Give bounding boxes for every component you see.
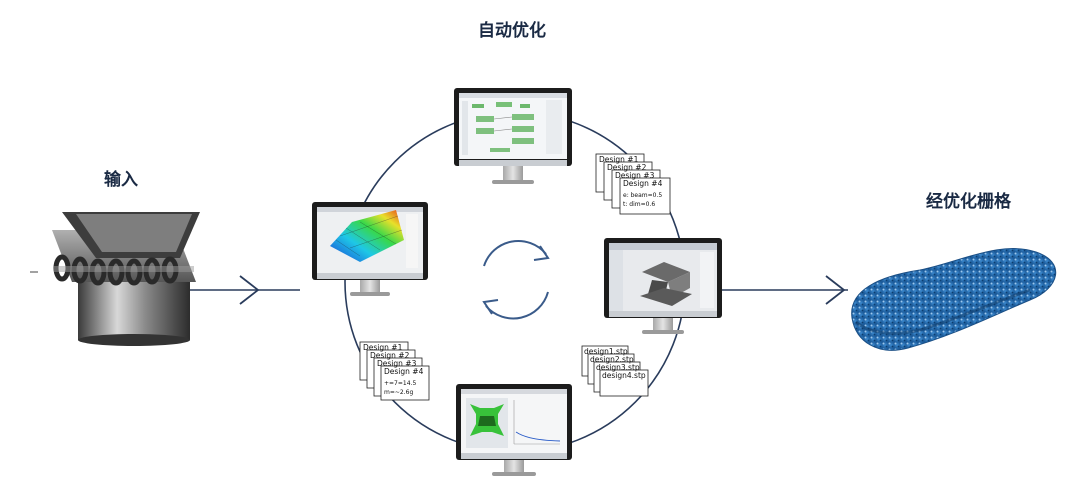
monitor-top-workflow: [454, 88, 572, 184]
optimized-lattice-label: 经优化栅格: [926, 192, 1011, 212]
doc-label: Design #1: [363, 343, 403, 352]
optimized-lattice-image: [851, 248, 1056, 351]
monitor-right-cad: [604, 238, 722, 334]
file-label: design3.stp: [596, 363, 640, 372]
doc-label: Design #2: [370, 351, 410, 360]
input-label: 输入: [104, 170, 138, 190]
doc-label: Design #3: [615, 171, 655, 180]
output-arrow-icon: [825, 275, 846, 305]
doc-label: Design #4: [623, 179, 663, 188]
monitor-bottom-analysis: [456, 384, 572, 476]
doc-param: e: beam=0.5: [623, 192, 662, 199]
doc-label: Design #4: [384, 367, 424, 376]
doc-param: m=~2.6g: [384, 389, 413, 396]
input-part-image: [30, 212, 200, 346]
cycle-refresh-icon: [482, 240, 550, 320]
auto-optimization-title: 自动优化: [478, 21, 546, 41]
file-label: design2.stp: [590, 355, 634, 364]
doc-label: Design #2: [607, 163, 647, 172]
file-label: design4.stp: [602, 371, 646, 380]
doc-label: Design #3: [377, 359, 417, 368]
design-docs-top-right: Design #1 Design #2 Design #3 Design #4 …: [595, 153, 671, 215]
file-label: design1.stp: [584, 347, 628, 356]
doc-param: +=7=14.5: [384, 380, 416, 387]
design-files-bottom-right: design1.stp design2.stp design3.stp desi…: [581, 345, 649, 397]
doc-label: Design #1: [599, 155, 639, 164]
monitor-left-simulation: [312, 202, 428, 296]
doc-param: t: dim=0.6: [623, 201, 655, 208]
input-arrow-icon: [239, 275, 260, 305]
design-docs-bottom-left: Design #1 Design #2 Design #3 Design #4 …: [359, 341, 430, 401]
